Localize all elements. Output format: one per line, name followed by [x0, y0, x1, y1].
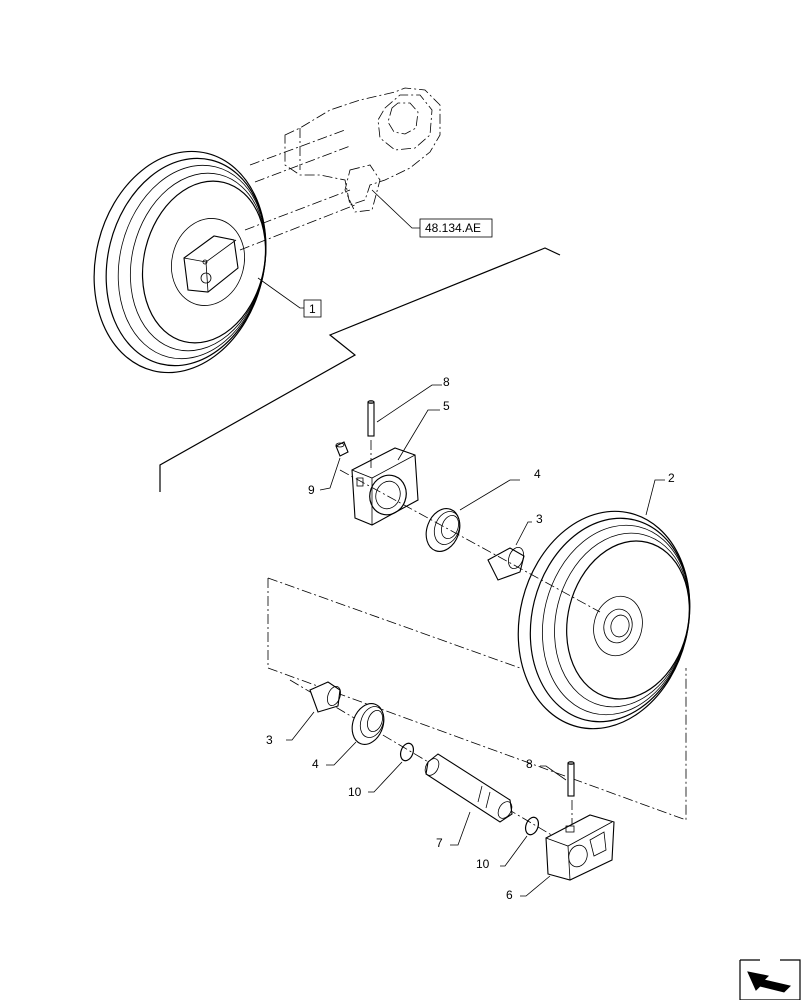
c10-left-leader: [368, 761, 403, 793]
ref-1-label: 1: [309, 302, 316, 316]
c4-top-leader: [459, 479, 520, 511]
axis-upper: [339, 469, 601, 613]
c8-top-leader: [376, 384, 442, 423]
part-3-bushing-bottom: [309, 681, 341, 713]
ref-1-leader: [257, 277, 304, 309]
part-8-pin-bottom: [567, 761, 575, 797]
part-10-oring-left: [399, 742, 415, 762]
axis-lower: [289, 679, 561, 841]
callout-10-left: 10: [348, 785, 362, 799]
callout-6: 6: [506, 888, 513, 902]
callout-5: 5: [443, 399, 450, 413]
part-8-pin-top: [367, 400, 375, 437]
ref-1-box: [303, 299, 322, 318]
callout-9: 9: [308, 483, 315, 497]
part-4-seal-top: [425, 508, 461, 552]
ref-48-box: [419, 218, 493, 238]
overview-assembly: 48.134.AE 1: [93, 87, 493, 374]
ref-48-label: 48.134.AE: [425, 221, 481, 235]
c2-leader: [645, 479, 665, 516]
callout-7: 7: [436, 836, 443, 850]
c3-top-leader: [515, 521, 532, 546]
arrow-navigation-icon[interactable]: [739, 959, 801, 1000]
part-10-oring-bottom: [524, 816, 540, 836]
c5-leader: [397, 409, 440, 461]
part-2-idler-wheel: [517, 510, 691, 730]
callout-4-bottom: 4: [312, 757, 319, 771]
c10-bottom-leader: [500, 835, 528, 867]
overview-yoke: [239, 87, 441, 251]
callout-8-top: 8: [443, 375, 450, 389]
callout-4-top: 4: [534, 467, 541, 481]
overview-idler-wheel: [93, 150, 267, 374]
part-9-fitting: [335, 441, 349, 457]
c3-bottom-leader: [286, 711, 315, 741]
c4-bottom-leader: [326, 741, 357, 766]
section-break-line: [159, 247, 561, 492]
callout-2: 2: [668, 471, 675, 485]
part-5-bracket: [351, 447, 419, 526]
part-6-bracket: [545, 814, 615, 881]
c6-leader: [520, 875, 551, 897]
callout-10-bottom: 10: [476, 857, 490, 871]
part-3-bushing-top: [487, 546, 525, 581]
ref-48-leader: [371, 189, 420, 229]
callout-8-bottom: 8: [526, 757, 533, 771]
assembly-frame-top: [267, 577, 521, 669]
c7-leader: [450, 811, 471, 846]
part-7-shaft: [424, 753, 513, 823]
callout-3-top: 3: [536, 512, 543, 526]
part-4-seal-bottom: [351, 703, 385, 745]
callout-3-bottom: 3: [266, 733, 273, 747]
c9-leader: [319, 457, 341, 491]
c8-bottom-leader: [540, 765, 567, 781]
assembly-frame: [267, 578, 687, 821]
